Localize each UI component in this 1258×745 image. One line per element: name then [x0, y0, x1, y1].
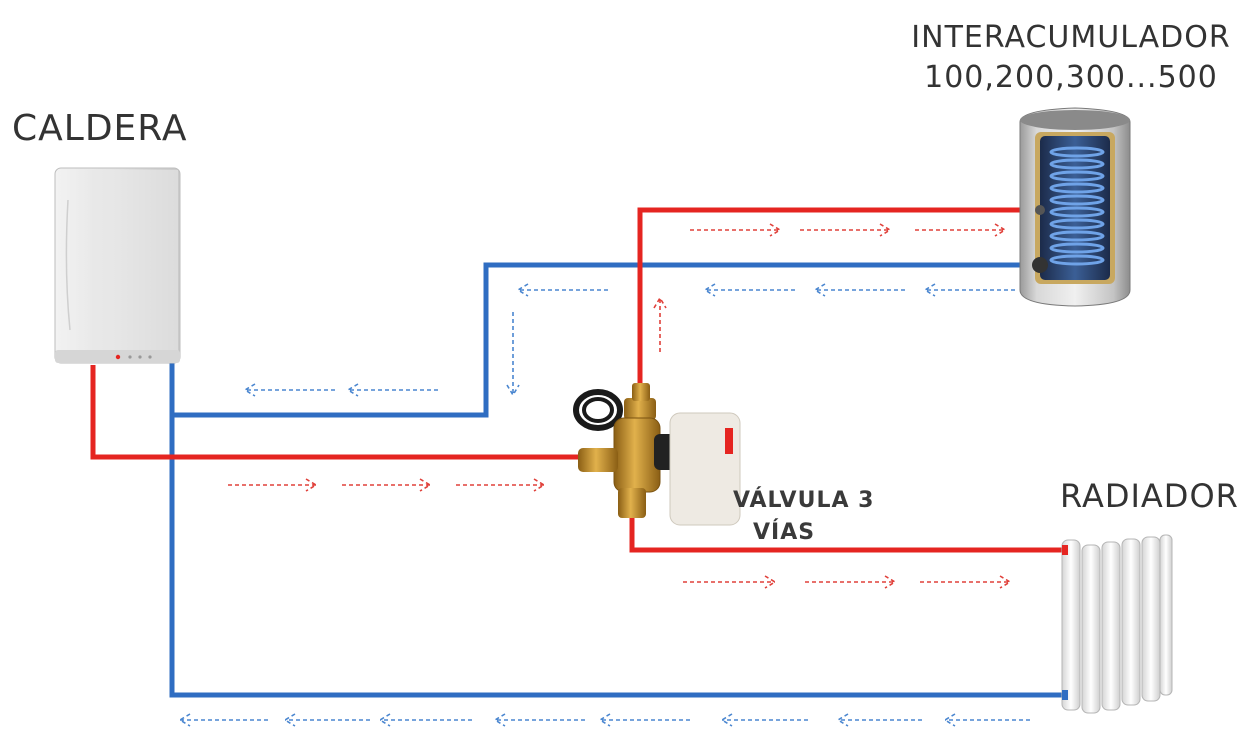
valve-label: VÁLVULA 3 VÍAS	[733, 485, 874, 549]
cold-pipe-tank-return	[172, 262, 1040, 418]
hot-flow-arrows	[228, 223, 1012, 589]
tank-label-capacities: 100,200,300...500	[924, 60, 1218, 95]
hot-pipe-radiator-supply	[629, 515, 1068, 553]
valve-label-line2: VÍAS	[753, 520, 816, 545]
boiler-label: CALDERA	[12, 108, 188, 149]
tank-label-title: INTERACUMULADOR	[911, 20, 1231, 55]
three-way-valve	[573, 383, 741, 526]
radiator-label: RADIADOR	[1060, 477, 1239, 515]
cold-flow-arrows	[178, 283, 1030, 727]
valve-label-line1: VÁLVULA 3	[733, 488, 875, 513]
radiator	[1061, 534, 1173, 714]
boiler	[54, 167, 181, 364]
hot-pipe-tank-supply	[637, 207, 1040, 400]
tank-label: INTERACUMULADOR 100,200,300...500	[885, 18, 1257, 98]
cold-pipe-radiator-return	[169, 360, 1068, 698]
hot-pipe-boiler-supply	[90, 365, 588, 460]
water-tank	[1019, 107, 1131, 307]
